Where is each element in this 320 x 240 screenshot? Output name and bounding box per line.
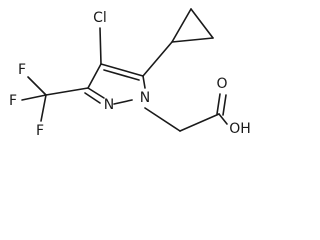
bond-cf3-f1 xyxy=(27,76,47,96)
atom-label-fluorine-1: F xyxy=(18,62,26,78)
atom-label-hydroxyl: OH xyxy=(229,121,251,137)
bond-c-oh xyxy=(218,113,228,125)
bond-cp-1 xyxy=(171,37,214,43)
pyrazole-ring xyxy=(84,63,146,105)
bond-c3-cf3 xyxy=(45,87,89,96)
bond-c4-cl xyxy=(99,27,102,65)
bond-cp-3 xyxy=(190,8,214,39)
bond-c-o-double-a xyxy=(216,93,221,115)
atom-label-fluorine-3: F xyxy=(36,123,44,139)
bond-n1-ch2 xyxy=(144,107,181,132)
bond-c4-c5-double xyxy=(103,69,140,81)
atom-label-carbonyl-oxygen: O xyxy=(216,76,227,92)
bond-n1-n2 xyxy=(113,99,133,105)
cyclopropyl-group xyxy=(142,8,214,77)
atom-label-nitrogen-lower: N xyxy=(104,97,114,113)
bond-n2-c3-double xyxy=(84,92,101,104)
bond-ch2-cooh xyxy=(179,113,220,132)
bond-c5-cyclopropyl xyxy=(142,41,173,77)
trifluoromethyl-group xyxy=(21,76,89,122)
bond-n2-c3 xyxy=(87,87,105,99)
bond-c5-n1 xyxy=(142,75,146,89)
bond-cp-2 xyxy=(171,8,192,43)
bond-c-o-double-b xyxy=(222,94,227,116)
bond-cf3-f3 xyxy=(40,94,47,122)
bond-c3-c4 xyxy=(87,63,102,89)
atom-label-nitrogen-upper: N xyxy=(140,90,150,106)
molecule-structure: Cl F F F N N O OH xyxy=(9,8,251,139)
atom-label-chlorine: Cl xyxy=(93,10,107,26)
acetic-acid-group xyxy=(144,93,228,132)
bond-c4-c5 xyxy=(100,63,144,77)
bond-cf3-f2 xyxy=(21,94,47,101)
atom-label-fluorine-2: F xyxy=(9,93,17,109)
